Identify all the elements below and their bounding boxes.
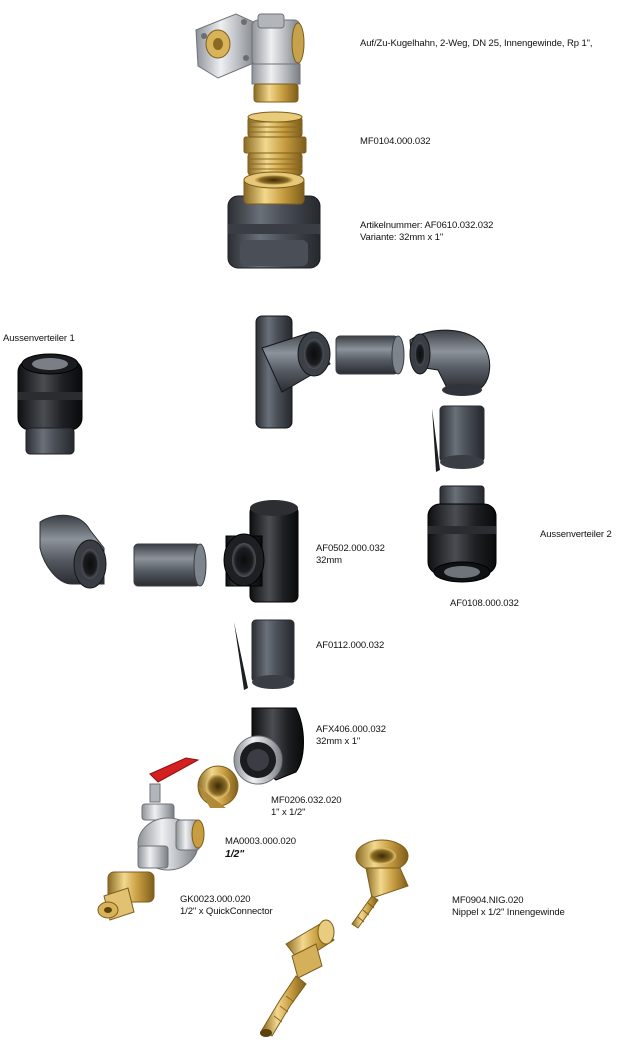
pvc-union-adapter-icon xyxy=(227,171,321,269)
aussenverteiler-2-label: Aussenverteiler 2 xyxy=(540,529,612,541)
gk0023-label: GK0023.000.020 1/2" x QuickConnector xyxy=(180,894,273,918)
mf0206-size: 1" x 1/2" xyxy=(271,807,306,818)
af0112-article: AF0112.000.032 xyxy=(316,640,385,651)
brass-nipple-icon xyxy=(243,111,307,176)
ball-valve-label: Auf/Zu-Kugelhahn, 2-Weg, DN 25, Innengew… xyxy=(360,38,593,50)
lever-ball-valve-icon xyxy=(137,757,205,871)
aussenverteiler-2-title: Aussenverteiler 2 xyxy=(540,529,612,540)
compression-coupling-icon xyxy=(427,485,497,583)
ball-valve-actuator-icon xyxy=(195,13,305,103)
ma0003-article: MA0003.000.020 xyxy=(225,836,296,847)
af0502-label: AF0502.000.032 32mm xyxy=(316,543,385,567)
pvc-elbow-icon xyxy=(409,329,491,396)
pvc-elbow-icon xyxy=(233,707,304,785)
brass-reducer-icon xyxy=(197,765,239,808)
afx406-label: AFX406.000.032 32mm x 1" xyxy=(316,724,386,748)
mf0206-label: MF0206.032.020 1" x 1/2" xyxy=(271,795,342,819)
pvc-tee-icon xyxy=(255,315,331,429)
aussenverteiler-1-title: Aussenverteiler 1 xyxy=(3,333,75,344)
pvc-elbow-icon xyxy=(39,514,107,589)
gk0023-article: GK0023.000.020 xyxy=(180,894,251,905)
mf0904-desc: Nippel x 1/2" Innengewinde xyxy=(452,907,565,918)
pvc-tee-icon xyxy=(223,500,299,603)
pvc-pipe-icon xyxy=(133,543,207,587)
af0502-article: AF0502.000.032 xyxy=(316,543,385,554)
mf0104-label: MF0104.000.032 xyxy=(360,136,431,148)
pvc-pipe-icon xyxy=(234,619,295,690)
mf0904-label: MF0904.NIG.020 Nippel x 1/2" Innengewind… xyxy=(452,895,565,919)
mf0904-article: MF0904.NIG.020 xyxy=(452,895,524,906)
ball-valve-title: Auf/Zu-Kugelhahn, 2-Weg, DN 25, Innengew… xyxy=(360,38,593,49)
af0610-label: Artikelnummer: AF0610.032.032 Variante: … xyxy=(360,220,493,244)
afx406-article: AFX406.000.032 xyxy=(316,724,386,735)
quick-connector-icon xyxy=(97,871,155,921)
af0112-label: AF0112.000.032 xyxy=(316,640,384,652)
quick-connector-icon xyxy=(260,919,335,1037)
af0502-size: 32mm xyxy=(316,555,342,566)
pvc-pipe-icon xyxy=(335,335,405,375)
mf0206-article: MF0206.032.020 xyxy=(271,795,342,806)
ma0003-size: 1/2" xyxy=(225,848,245,860)
compression-coupling-icon xyxy=(17,353,83,455)
mf0104-article: MF0104.000.032 xyxy=(360,136,431,147)
af0108-article: AF0108.000.032 xyxy=(450,598,519,609)
af0108-label: AF0108.000.032 xyxy=(450,598,519,610)
aussenverteiler-1-label: Aussenverteiler 1 xyxy=(3,333,75,345)
pvc-pipe-icon xyxy=(432,405,485,472)
afx406-size: 32mm x 1" xyxy=(316,736,361,747)
brass-hose-nipple-icon xyxy=(351,839,409,929)
af0610-variant: Variante: 32mm x 1" xyxy=(360,232,444,243)
gk0023-size: 1/2" x QuickConnector xyxy=(180,906,273,917)
ma0003-label: MA0003.000.020 1/2" xyxy=(225,836,296,860)
af0610-article: Artikelnummer: AF0610.032.032 xyxy=(360,220,494,231)
